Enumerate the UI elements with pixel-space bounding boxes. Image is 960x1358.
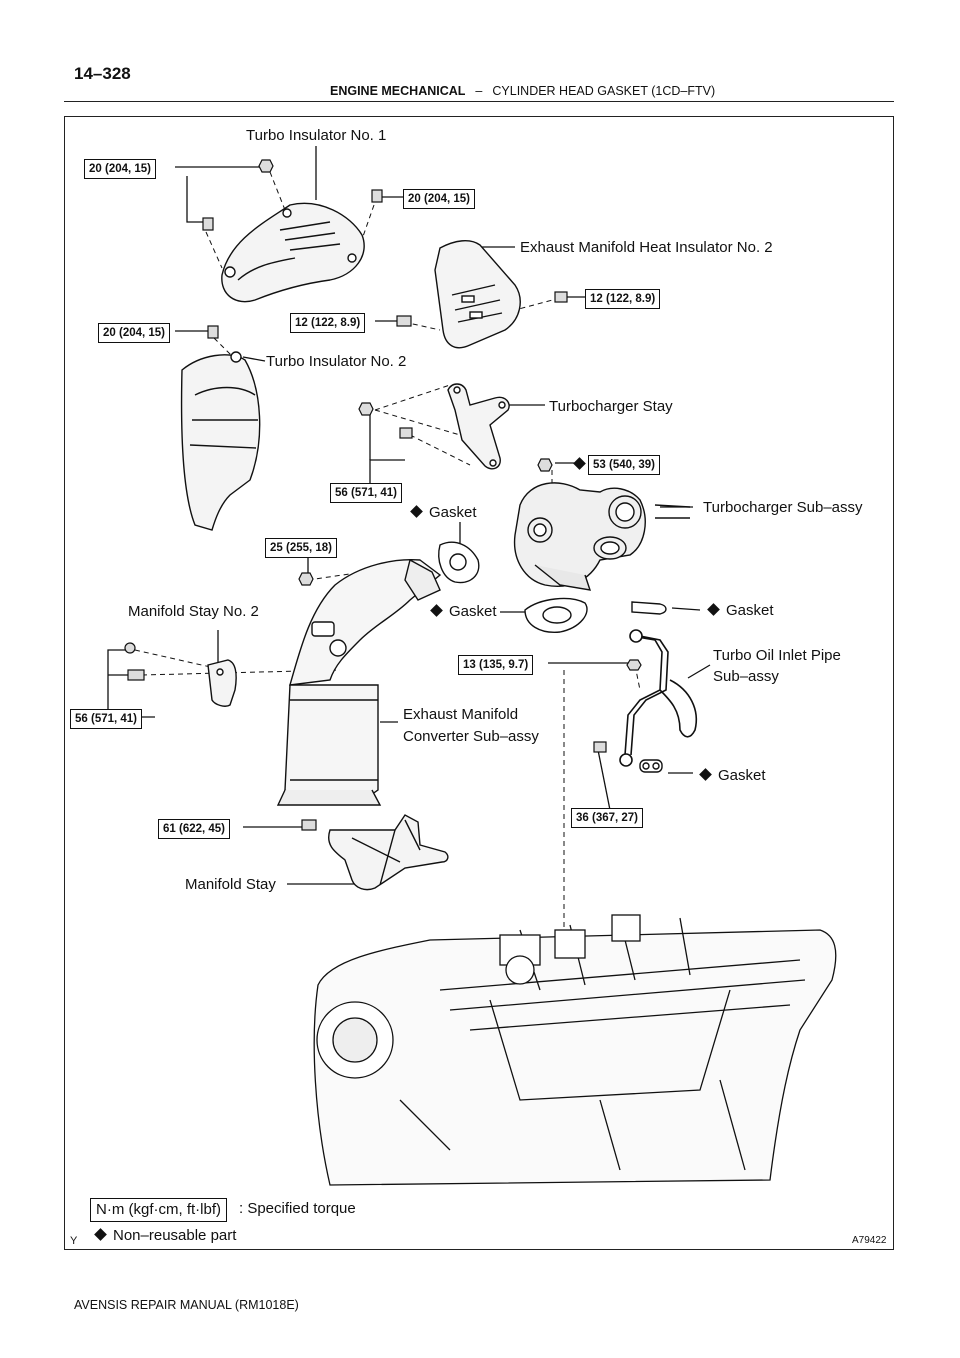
- torque-box: 56 (571, 41): [70, 709, 143, 729]
- header-separator: –: [475, 84, 483, 98]
- turbo-insulator-no1: [221, 202, 365, 303]
- torque-box: 12 (122, 8.9): [290, 313, 366, 333]
- label-turbocharger-stay: Turbocharger Stay: [549, 398, 673, 415]
- label-exhaust-converter-line1: Exhaust Manifold: [403, 706, 519, 723]
- gaskets: [438, 541, 667, 773]
- label-manifold-stay-no2: Manifold Stay No. 2: [128, 603, 259, 620]
- manifold-stay: [328, 814, 449, 891]
- label-gasket-oil-pipe: Gasket: [707, 600, 774, 621]
- torque-box: 61 (622, 45): [158, 819, 231, 839]
- gasket-label: Gasket: [449, 603, 497, 620]
- turbo-insulator-no2: [180, 351, 261, 531]
- non-reusable-diamond-icon: [410, 505, 423, 518]
- torque-box: 20 (204, 15): [98, 323, 171, 343]
- torque-box: 20 (204, 15): [403, 189, 476, 209]
- torque-box: 56 (571, 41): [330, 483, 403, 503]
- label-exhaust-heat-insulator-no2: Exhaust Manifold Heat Insulator No. 2: [520, 239, 773, 256]
- torque-box: 36 (367, 27): [571, 808, 644, 828]
- label-manifold-stay: Manifold Stay: [185, 876, 276, 893]
- torque-unit-legend-box: N·m (kgf·cm, ft·lbf): [90, 1198, 227, 1222]
- torque-box: 53 (540, 39): [588, 455, 661, 475]
- torque-box: 25 (255, 18): [265, 538, 338, 558]
- exhaust-manifold-converter: [276, 558, 442, 806]
- figure-frame: [64, 116, 894, 1250]
- label-turbo-insulator-no2: Turbo Insulator No. 2: [266, 353, 407, 370]
- turbo-oil-inlet-pipe: [619, 629, 697, 767]
- non-reusable-legend-text: Non–reusable part: [113, 1227, 237, 1244]
- label-turbo-oil-inlet-pipe-line1: Turbo Oil Inlet Pipe: [713, 647, 841, 664]
- label-turbo-insulator-no1: Turbo Insulator No. 1: [246, 127, 387, 144]
- label-exhaust-converter-line2: Converter Sub–assy: [403, 728, 539, 745]
- torque-box: 13 (135, 9.7): [458, 655, 534, 675]
- label-turbo-oil-inlet-pipe-line2: Sub–assy: [713, 668, 779, 685]
- torque-box: 20 (204, 15): [84, 159, 157, 179]
- page-number: 14–328: [74, 64, 131, 83]
- exhaust-heat-insulator-no2: [434, 240, 521, 349]
- non-reusable-diamond-icon: [707, 603, 720, 616]
- figure-y-mark: Y: [70, 1235, 78, 1247]
- figure-id: A79422: [852, 1235, 887, 1246]
- label-gasket-oil-union: Gasket: [699, 765, 766, 786]
- non-reusable-diamond-icon: [94, 1228, 107, 1241]
- non-reusable-diamond-icon: [699, 768, 712, 781]
- gasket-label: Gasket: [718, 767, 766, 784]
- header-rule: [64, 101, 894, 102]
- section-title: ENGINE MECHANICAL: [330, 84, 466, 98]
- label-gasket-turbo-inlet: Gasket: [410, 502, 477, 523]
- torque-box: 12 (122, 8.9): [585, 289, 661, 309]
- manifold-stay-no2: [207, 659, 237, 707]
- footer-manual-id: AVENSIS REPAIR MANUAL (RM1018E): [74, 1298, 299, 1312]
- header-title: ENGINE MECHANICAL–CYLINDER HEAD GASKET (…: [330, 84, 715, 98]
- subsection-title: CYLINDER HEAD GASKET (1CD–FTV): [492, 84, 716, 98]
- torque-unit-legend-text: : Specified torque: [239, 1200, 356, 1217]
- non-reusable-diamond-icon: [430, 604, 443, 617]
- non-reusable-legend: Non–reusable part: [94, 1227, 237, 1244]
- label-turbocharger-sub-assy: Turbocharger Sub–assy: [703, 499, 863, 516]
- turbocharger-stay: [447, 383, 510, 470]
- turbocharger: [513, 482, 691, 591]
- gasket-label: Gasket: [726, 602, 774, 619]
- engine-block: [313, 914, 837, 1186]
- gasket-label: Gasket: [429, 504, 477, 521]
- label-gasket-turbo-outlet: Gasket: [430, 601, 497, 622]
